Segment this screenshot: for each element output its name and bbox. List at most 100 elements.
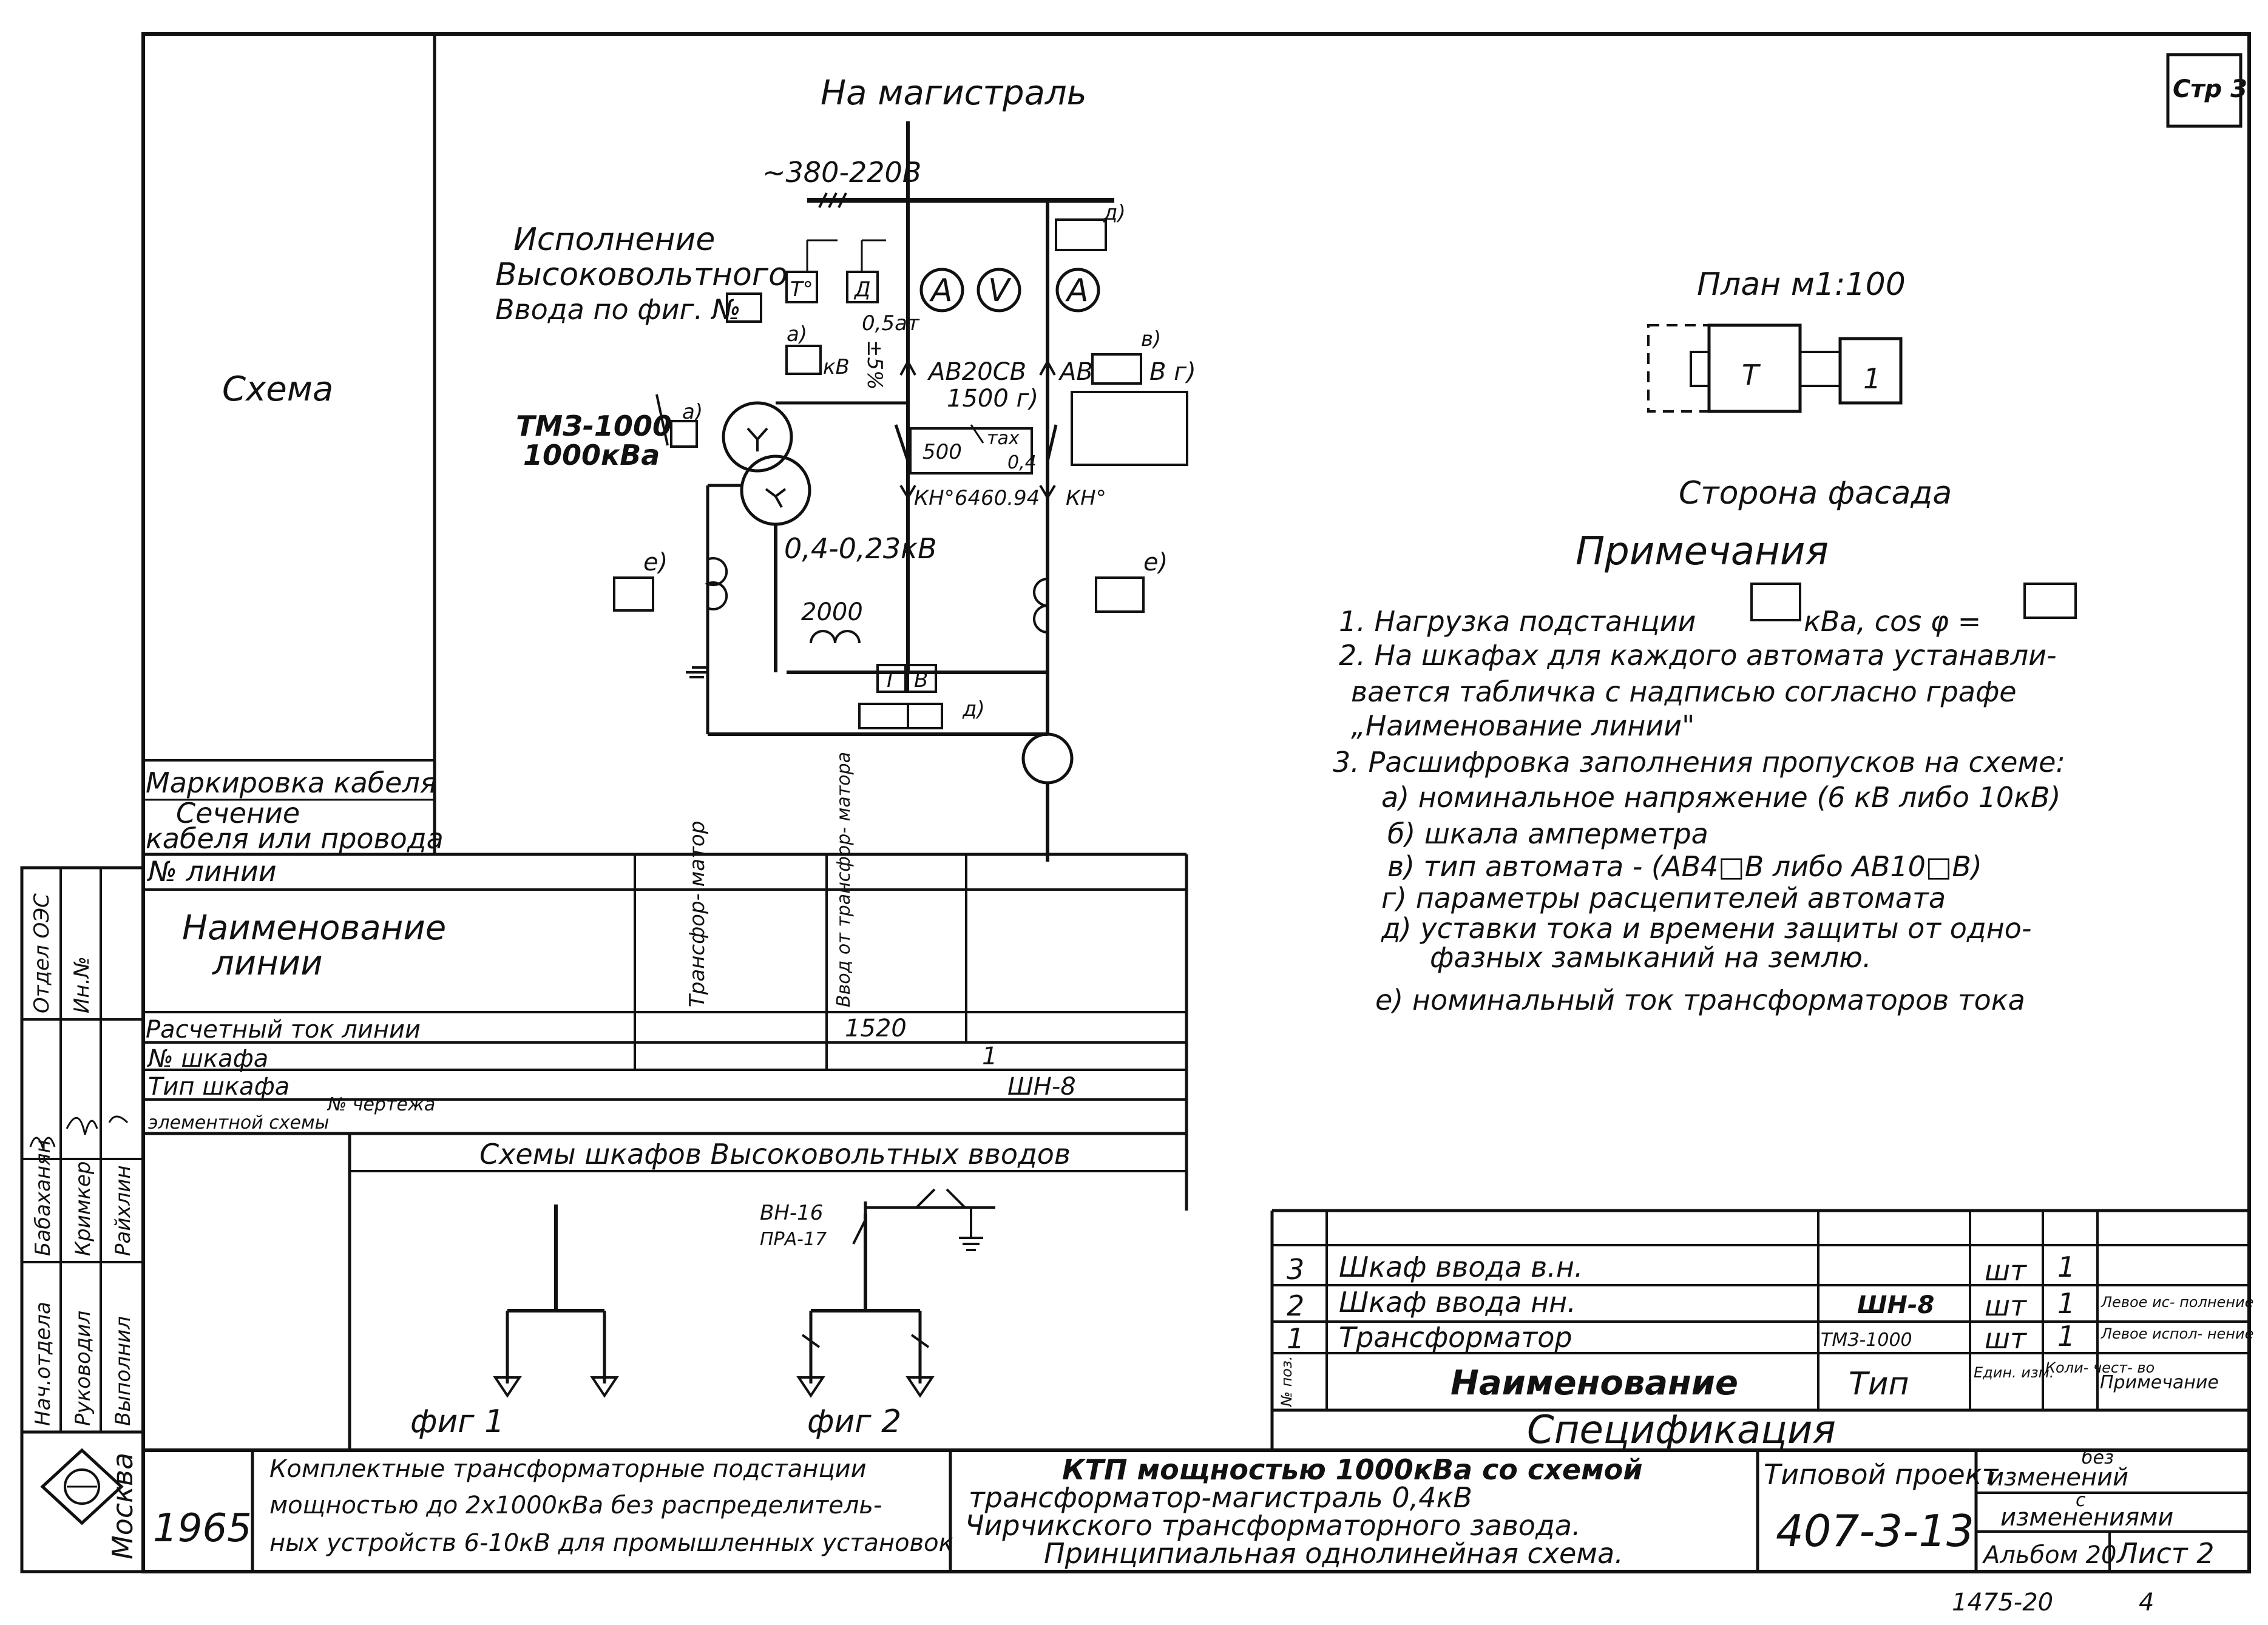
stamp-city: Москва: [106, 1453, 139, 1559]
fig2-vn: ВН-16: [760, 1201, 823, 1225]
breaker-av-release-box: [1071, 391, 1188, 466]
name-head: Бабаханян: [31, 1140, 55, 1256]
ammeter-1-label: A: [929, 272, 953, 309]
plan-t-label: Т: [1742, 359, 1761, 391]
page-number-box: Стр 3: [2166, 53, 2247, 128]
fig1-label: фиг 1: [410, 1404, 504, 1440]
mark-e-1: е): [643, 549, 668, 576]
spec-row-unit: шт: [1985, 1322, 2027, 1355]
ammeter-2-label: A: [1065, 272, 1089, 309]
breaker-av-box-v: [1091, 353, 1142, 385]
spec-row-no: 3: [1287, 1253, 1304, 1286]
role-lead: Руководил: [71, 1311, 95, 1426]
note-3v: в) тип автомата - (АВ4□В либо АВ10□В): [1387, 850, 1982, 883]
gas-relay: Д: [853, 277, 871, 302]
stamp-year: 1965: [153, 1506, 252, 1551]
spec-header-qty: Коли- чест- во: [2045, 1359, 2155, 1376]
transformer-box-a: [670, 420, 698, 448]
row-calc-current: Расчетный ток линии: [146, 1016, 421, 1044]
relay-v-box: [907, 664, 937, 693]
breaker-av: АВ: [1058, 358, 1093, 386]
spec-header-name: Наименование: [1451, 1363, 1738, 1403]
spec-row-unit: шт: [1985, 1254, 2027, 1287]
ct-right: [1033, 578, 1048, 633]
spec-header-unit: Един. изм.: [1974, 1364, 2054, 1381]
note-1-load-blank: [1750, 583, 1801, 621]
organization-logo: [40, 1448, 124, 1525]
voltmeter-label: V: [988, 272, 1012, 309]
mark-v: в): [1141, 327, 1161, 351]
stamp-desc-2: мощностью до 2х1000кВа без распределител…: [269, 1492, 882, 1519]
note-3e: е) номинальный ток трансформаторов тока: [1375, 984, 2025, 1016]
bottom-stamp: 1475-20: [1952, 1589, 2053, 1617]
spec-row-note: Левое ис- полнение: [2100, 1294, 2253, 1311]
setting-box-lower: [858, 703, 943, 729]
spec-row-no: 1: [1287, 1322, 1304, 1355]
stamp-title-3: Чирчикского трансформаторного завода.: [965, 1509, 1581, 1542]
relay-v-label: В: [914, 668, 928, 692]
main-busbar: [787, 121, 1114, 862]
to-main-label: На магистраль: [821, 73, 1087, 113]
fig2-label: фиг 2: [807, 1404, 901, 1440]
kv-label: кВ: [823, 355, 850, 379]
kn-out: КН°: [1066, 486, 1106, 510]
voltage-box-a: [785, 345, 822, 375]
spec-row-no: 2: [1287, 1289, 1304, 1322]
row-cabinet-type: Тип шкафа: [148, 1073, 289, 1101]
role-head: Нач.отдела: [31, 1302, 55, 1426]
spec-row-type: ШН-8: [1857, 1291, 1934, 1319]
calc-current-value: 1520: [845, 1015, 907, 1042]
note-3d1: д) уставки тока и времени защиты от одно…: [1381, 912, 2031, 945]
note-1a: 1. Нагрузка подстанции: [1339, 605, 1696, 638]
mark-a-2: а): [682, 400, 703, 424]
note-1-cos-blank: [2023, 583, 2077, 619]
relay-t-box: [876, 664, 907, 693]
fig2-pk: ПРА-17: [760, 1229, 827, 1250]
ct-left: [686, 557, 728, 678]
cabinet-no-value: 1: [982, 1042, 997, 1070]
hv-fig-blank: [726, 292, 762, 323]
setting-box-d: [1055, 218, 1107, 251]
spec-row-unit: шт: [1985, 1289, 2027, 1322]
changes-1: без: [2082, 1447, 2114, 1468]
row-drawing-no-2: элементной схемы: [148, 1112, 329, 1133]
row-cross-section-1: Сечение: [176, 797, 300, 829]
changes-2: изменений: [1988, 1464, 2128, 1492]
mark-e-2: е): [1143, 549, 1168, 576]
note-2-1: 2. На шкафах для каждого автомата устана…: [1339, 639, 2057, 672]
relay-t-label: Т: [884, 668, 898, 692]
album-label: Альбом 20: [1982, 1541, 2116, 1569]
left-row-table: [143, 759, 1188, 1211]
power-transformer: [706, 401, 1048, 736]
hv-figures-section: [348, 1133, 1186, 1450]
spec-row-note: Левое испол- нение: [2100, 1325, 2253, 1342]
spec-row: 2 Шкаф ввода нн. ШН-8 шт 1 Левое ис- пол…: [1287, 1286, 2253, 1322]
ammeter-1: [919, 268, 964, 312]
row-cross-section-2: кабеля или провода: [146, 822, 444, 855]
kn-main: КН°6460.94: [914, 486, 1040, 510]
project-number: 407-3-13: [1776, 1505, 1974, 1556]
plan-title: План м1:100: [1697, 266, 1906, 303]
ct-2000: [810, 630, 861, 644]
spec-row-qty: 1: [2057, 1320, 2075, 1353]
title-block: [143, 1448, 2249, 1572]
spec-header-type: Тип: [1849, 1366, 1909, 1402]
name-lead: Кримкер: [71, 1161, 95, 1256]
temp-relay: Т°: [790, 277, 813, 302]
mark-d-2: д): [962, 697, 985, 721]
side-dept: Отдел ОЭС: [30, 893, 54, 1013]
setting-04: 0,4: [1007, 452, 1037, 473]
hv-execution-1: Исполнение: [513, 221, 715, 258]
hv-execution-2: Высоковольтного: [495, 257, 788, 293]
role-executor: Выполнил: [111, 1316, 135, 1426]
breaker-main: АВ20СВ: [927, 358, 1026, 386]
col-input: Ввод от трансфор- матора: [833, 752, 855, 1007]
stamp-desc-3: ных устройств 6-10кВ для промышленных ус…: [269, 1529, 953, 1557]
note-1b: кВа, cos φ =: [1804, 605, 1981, 638]
stamp-title-2: трансформатор-магистраль 0,4кВ: [969, 1481, 1472, 1514]
ammeter-2: [1055, 268, 1100, 312]
av-breaker-symbol: [1039, 359, 1058, 500]
breaker-rating: 1500 г): [947, 385, 1038, 413]
row-line-name-2: линии: [212, 944, 323, 983]
